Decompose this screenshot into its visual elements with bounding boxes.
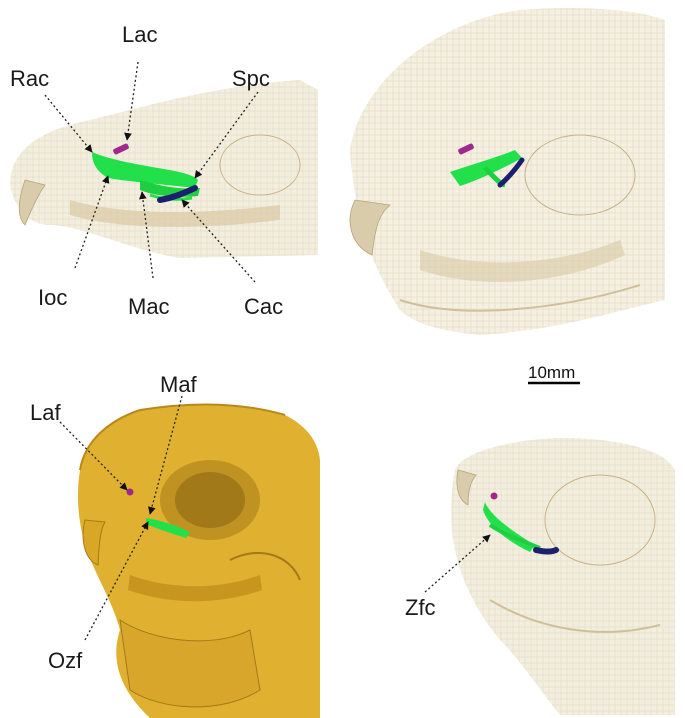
label-cac: Cac (244, 294, 283, 319)
panel-c-canals (126, 488, 190, 538)
panel-d-skull (451, 438, 675, 715)
label-rac: Rac (10, 66, 49, 91)
label-spc: Spc (232, 66, 270, 91)
panel-d-canals (483, 492, 559, 555)
panel-b-canals (450, 143, 525, 188)
label-laf: Laf (30, 400, 61, 425)
label-mac: Mac (128, 294, 170, 319)
label-ozf: Ozf (48, 648, 83, 673)
panel-c-skull (77, 403, 320, 718)
label-zfc: Zfc (405, 595, 436, 620)
panel-a-canals (92, 143, 200, 203)
label-lac: Lac (122, 22, 157, 47)
scale-bar-label: 10mm (528, 363, 575, 382)
label-ioc: Ioc (38, 285, 67, 310)
panel-b-skull (349, 8, 665, 335)
scale-bar: 10mm (528, 363, 580, 385)
panel-d-leaders (424, 534, 491, 593)
label-maf: Maf (160, 372, 198, 397)
panel-a-leaders (44, 61, 259, 283)
